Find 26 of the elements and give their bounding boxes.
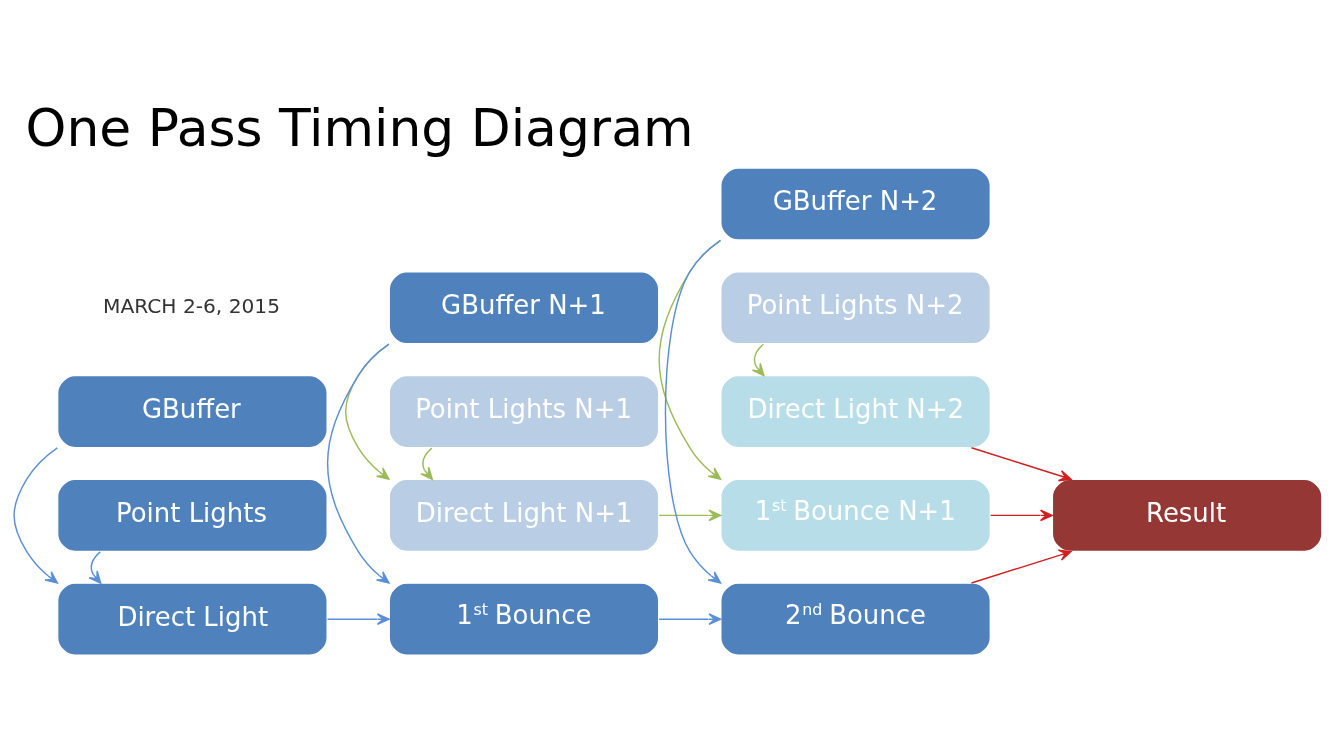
arrow [658,613,722,626]
node-box: Point Lights N+2 [720,271,992,345]
node-box: GBuffer N+2 [720,167,992,241]
node-box: 1$^{st}$ Bounce N+1 [720,478,992,553]
node-box: Point Lights N+1 [388,374,660,449]
arrow [420,447,433,481]
diagram-title: One Pass Timing Diagram [25,98,694,159]
node-box: 2$^{nd}$ Bounce [720,582,992,656]
node-box: Point Lights [56,478,328,553]
node-box: Result [1051,478,1323,553]
arrow [970,549,1072,584]
label: MARCH 2-6, 2015 [103,294,281,319]
arrow [664,239,722,584]
node-box: GBuffer [56,374,328,449]
arrow [970,447,1072,482]
arrow [658,509,722,522]
node-box: Direct Light N+2 [720,374,992,449]
node-box: Direct Light [56,582,328,656]
arrow [989,509,1053,522]
node-box: GBuffer N+1 [388,271,660,345]
arrow [13,447,59,584]
arrow [751,343,765,377]
arrow [326,613,390,626]
arrow [88,551,102,584]
node-box: Direct Light N+1 [388,478,660,553]
node-box: 1$^{st}$ Bounce [388,582,660,656]
